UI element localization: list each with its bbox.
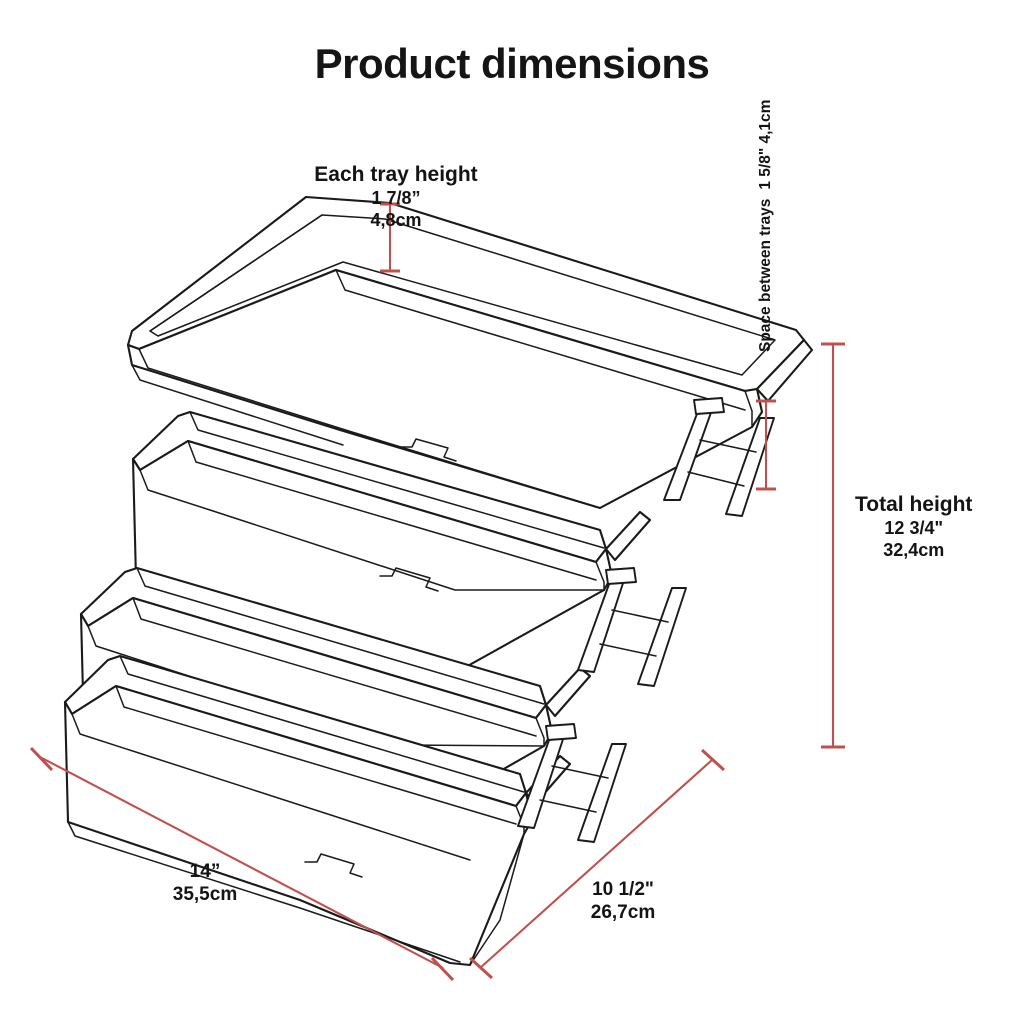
tray-height-label: Each tray height	[314, 163, 478, 186]
annotation-width: 14” 35,5cm	[173, 860, 237, 906]
dimension-tray-height	[380, 202, 400, 273]
dimension-total-height	[821, 342, 845, 749]
tray-height-inches: 1 7/8”	[371, 187, 421, 208]
annotation-total-height: Total height 12 3/4" 32,4cm	[855, 492, 972, 562]
width-cm: 35,5cm	[172, 884, 238, 906]
dimension-space-between-trays	[756, 399, 776, 491]
annotation-depth: 10 1/2" 26,7cm	[591, 878, 655, 924]
width-inches: 14”	[189, 861, 221, 882]
annotation-tray-height: Each tray height 1 7/8” 4,8cm	[314, 162, 477, 232]
total-height-inches: 12 3/4"	[884, 517, 944, 538]
dimension-width	[29, 746, 455, 982]
tray-tier-4	[63, 654, 572, 967]
depth-inches: 10 1/2"	[592, 879, 654, 900]
total-height-label: Total height	[855, 493, 973, 516]
dimension-depth	[468, 748, 726, 980]
space-between-value: 1 5/8" 4,1cm	[757, 99, 774, 190]
page-title: Product dimensions	[314, 40, 710, 87]
tray-tier-1	[126, 195, 814, 510]
tray-height-cm: 4,8cm	[370, 209, 422, 230]
riser-legs	[517, 397, 775, 843]
space-between-label: Space between trays	[757, 198, 774, 352]
total-height-cm: 32,4cm	[883, 539, 945, 560]
depth-cm: 26,7cm	[590, 902, 656, 924]
